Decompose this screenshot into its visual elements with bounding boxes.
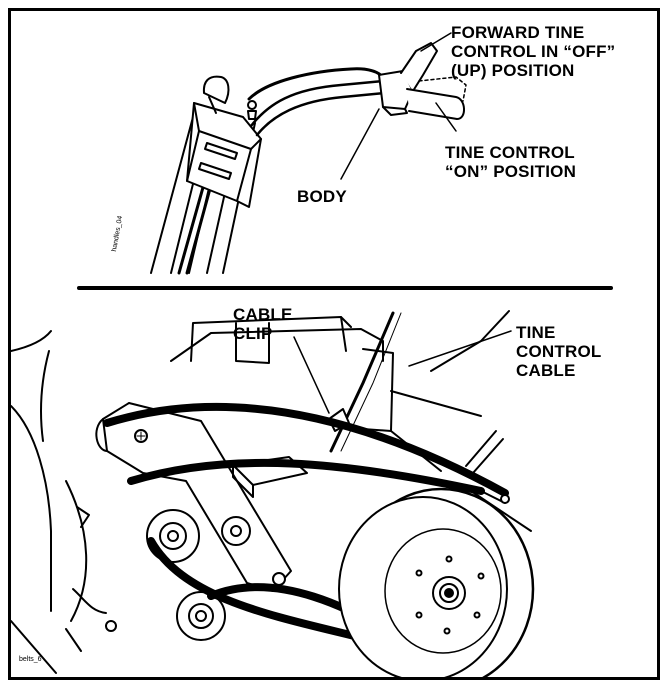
label-forward-tine-control: FORWARD TINE CONTROL IN “OFF” (UP) POSIT…	[451, 23, 616, 80]
handlebar-drawing	[150, 32, 467, 275]
label-cable-clip: CABLE CLIP	[233, 305, 293, 343]
file-tag-belts: belts_6	[19, 656, 42, 663]
label-tine-control-on: TINE CONTROL “ON” POSITION	[445, 143, 577, 181]
label-tine-control-cable: TINE CONTROL CABLE	[516, 323, 602, 380]
label-body: BODY	[297, 187, 347, 206]
illustration	[11, 32, 613, 677]
figure-frame: FORWARD TINE CONTROL IN “OFF” (UP) POSIT…	[8, 8, 660, 680]
engine-drawing	[11, 310, 535, 677]
